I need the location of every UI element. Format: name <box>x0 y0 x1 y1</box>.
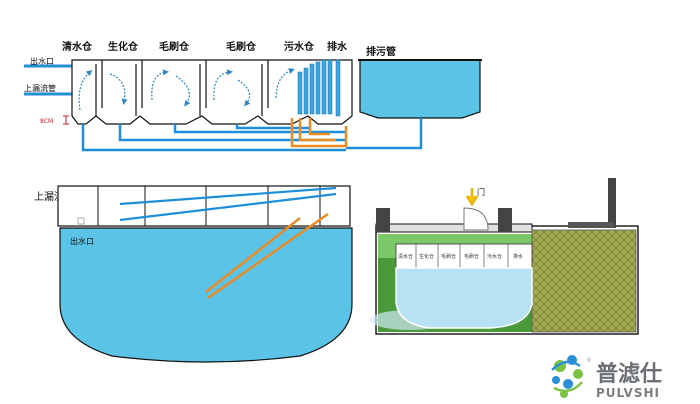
label-brush-chamber-2: 毛刷仓 <box>226 40 257 53</box>
label-bio-chamber: 生化仓 <box>108 40 139 53</box>
filter-plates <box>297 59 341 117</box>
top-basin <box>359 59 481 119</box>
side-label-2: 毛刷仓 <box>441 253 456 260</box>
flow-arrows <box>78 68 295 111</box>
label-drain-pipe: 排污管 <box>366 45 396 58</box>
label-brush-chamber-1: 毛刷仓 <box>159 40 190 53</box>
top-cross-section: 清水仓 生化仓 毛刷仓 毛刷仓 污水仓 排水 排污管 出水口 上漏流管 8CM <box>24 40 482 152</box>
label-overflow-top: 上漏流管 <box>24 83 56 93</box>
post-left <box>376 208 390 232</box>
side-label-5: 排水 <box>513 253 523 260</box>
label-outlet-plan: 出水口 <box>70 236 94 246</box>
side-view: 门 清水仓 生化仓 毛刷仓 毛刷仓 污水仓 排水 <box>370 178 639 335</box>
door-arrow-icon <box>465 188 479 207</box>
media-section <box>531 229 637 333</box>
side-chamber-strip <box>395 243 533 269</box>
brand-name-cn: 普滤仕 <box>596 361 662 387</box>
plan-orange-pipes <box>205 213 329 299</box>
plan-view: 上漏流管 出水口 <box>34 185 353 363</box>
door-arc <box>463 207 489 231</box>
post-right <box>608 178 616 228</box>
brand-logo: ® 普滤仕 PULVSHI <box>551 355 662 400</box>
height-mark-icon <box>63 115 69 125</box>
chamber-partitions <box>95 60 269 116</box>
plan-chambers <box>57 185 351 227</box>
brand-registered: ® <box>586 357 592 364</box>
brand-mark-icon <box>551 355 583 398</box>
outlet-marker-icon <box>77 217 85 225</box>
side-basin <box>395 267 533 329</box>
side-label-0: 清水仓 <box>398 253 413 260</box>
label-height-mark: 8CM <box>40 118 53 125</box>
post-middle <box>498 208 512 232</box>
side-label-3: 毛刷仓 <box>464 253 479 260</box>
plan-tank <box>59 227 353 363</box>
plan-blue-pipes <box>119 186 337 222</box>
label-outlet-top: 出水口 <box>30 56 54 66</box>
label-drain-chamber: 排水 <box>327 40 348 53</box>
label-dirty-chamber: 污水仓 <box>284 40 315 53</box>
side-label-4: 污水仓 <box>487 253 502 260</box>
bottom-pipes <box>81 118 423 152</box>
label-door: 门 <box>477 187 485 197</box>
label-clean-chamber: 清水仓 <box>62 40 93 53</box>
side-label-1: 生化仓 <box>419 253 434 260</box>
brand-name-en: PULVSHI <box>596 386 660 400</box>
